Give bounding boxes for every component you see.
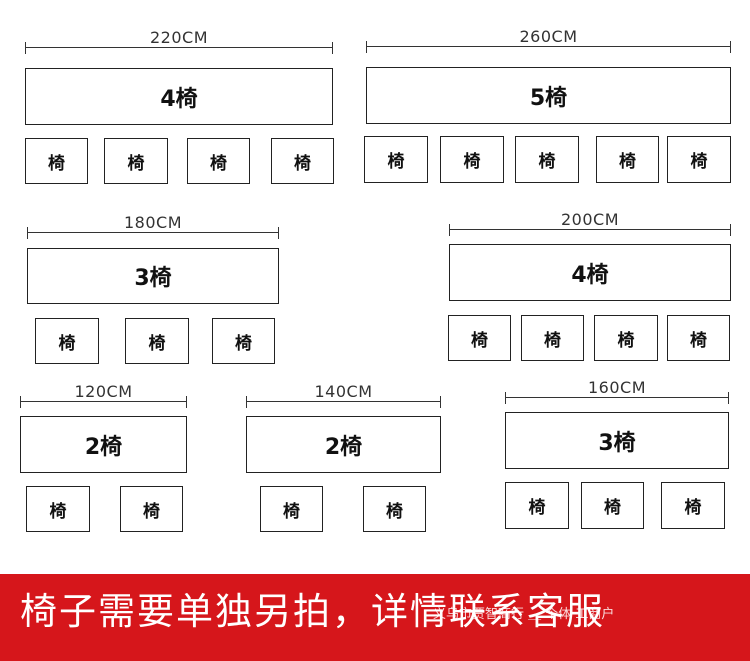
chair-label: 椅 [690, 330, 707, 351]
dimension-label: 180CM [120, 213, 185, 232]
dimension-label: 260CM [516, 27, 581, 46]
chair-label: 椅 [210, 153, 227, 174]
chair: 椅 [25, 138, 88, 184]
chair: 椅 [515, 136, 579, 183]
table-label: 4椅 [160, 86, 198, 112]
chair-label: 椅 [148, 333, 166, 354]
dimension-line-120cm: 120CM [20, 382, 187, 408]
dimension-line-180cm: 180CM [27, 213, 279, 239]
chair-label: 椅 [49, 501, 67, 522]
chair-label: 椅 [690, 152, 708, 172]
table-label: 3椅 [598, 430, 636, 456]
chair-label: 椅 [387, 152, 405, 172]
table-label: 4椅 [571, 262, 609, 288]
table-label: 3椅 [134, 266, 172, 291]
chair-label: 椅 [528, 498, 546, 518]
table-label: 2椅 [84, 434, 123, 460]
chair-label: 椅 [58, 333, 76, 354]
chair: 椅 [594, 315, 658, 361]
chair-label: 椅 [538, 152, 556, 172]
chair: 椅 [596, 136, 659, 183]
table: 3椅 [505, 412, 729, 469]
chair: 椅 [26, 486, 90, 532]
banner-text: 椅子需要单独另拍，详情联系客服 [20, 590, 605, 633]
table: 2椅 [20, 416, 187, 473]
chair-label: 椅 [604, 498, 621, 518]
chair: 椅 [187, 138, 250, 184]
dimension-line-220cm: 220CM [25, 28, 333, 54]
dimension-label: 160CM [584, 378, 649, 397]
shop-watermark: 义乌市贾智商行 ＿ 个体 工商户 [433, 607, 615, 622]
table: 5椅 [366, 67, 731, 124]
dimension-line-160cm: 160CM [505, 378, 729, 404]
chair: 椅 [521, 315, 584, 361]
chair-label: 椅 [619, 152, 636, 172]
dimension-label: 220CM [146, 28, 211, 47]
chair-label: 椅 [235, 333, 252, 354]
chair-label: 椅 [684, 498, 702, 518]
chair: 椅 [667, 136, 731, 183]
chair: 椅 [120, 486, 183, 532]
chair: 椅 [271, 138, 334, 184]
table: 4椅 [25, 68, 333, 125]
chair-label: 椅 [471, 330, 488, 351]
table: 2椅 [246, 416, 441, 473]
dimension-line-200cm: 200CM [449, 210, 731, 236]
chair: 椅 [212, 318, 275, 364]
chair: 椅 [364, 136, 428, 183]
chair: 椅 [505, 482, 569, 529]
dimension-label: 120CM [71, 382, 136, 401]
dimension-line-260cm: 260CM [366, 27, 731, 53]
chair: 椅 [35, 318, 99, 364]
table: 4椅 [449, 244, 731, 301]
table-label: 5椅 [529, 85, 568, 111]
chair-label: 椅 [617, 330, 635, 351]
chair: 椅 [581, 482, 644, 529]
chair: 椅 [667, 315, 730, 361]
chair: 椅 [448, 315, 511, 361]
dimension-label: 200CM [557, 210, 622, 229]
chair-label: 椅 [544, 330, 561, 351]
chair: 椅 [440, 136, 504, 183]
chair: 椅 [104, 138, 168, 184]
chair: 椅 [363, 486, 426, 532]
chair-label: 椅 [386, 501, 403, 522]
chair-label: 椅 [294, 153, 311, 174]
dimension-line-140cm: 140CM [246, 382, 441, 408]
dimension-label: 140CM [311, 382, 376, 401]
table: 3椅 [27, 248, 279, 304]
chair-label: 椅 [48, 153, 65, 174]
chair-label: 椅 [463, 152, 481, 172]
chair-label: 椅 [283, 501, 300, 522]
table-label: 2椅 [324, 434, 363, 460]
chair: 椅 [260, 486, 323, 532]
chair: 椅 [125, 318, 189, 364]
chair-label: 椅 [127, 153, 145, 174]
chair-label: 椅 [143, 501, 160, 522]
chairs-sold-separately-banner: 椅子需要单独另拍，详情联系客服 义乌市贾智商行 ＿ 个体 工商户 [0, 574, 750, 661]
chair: 椅 [661, 482, 725, 529]
